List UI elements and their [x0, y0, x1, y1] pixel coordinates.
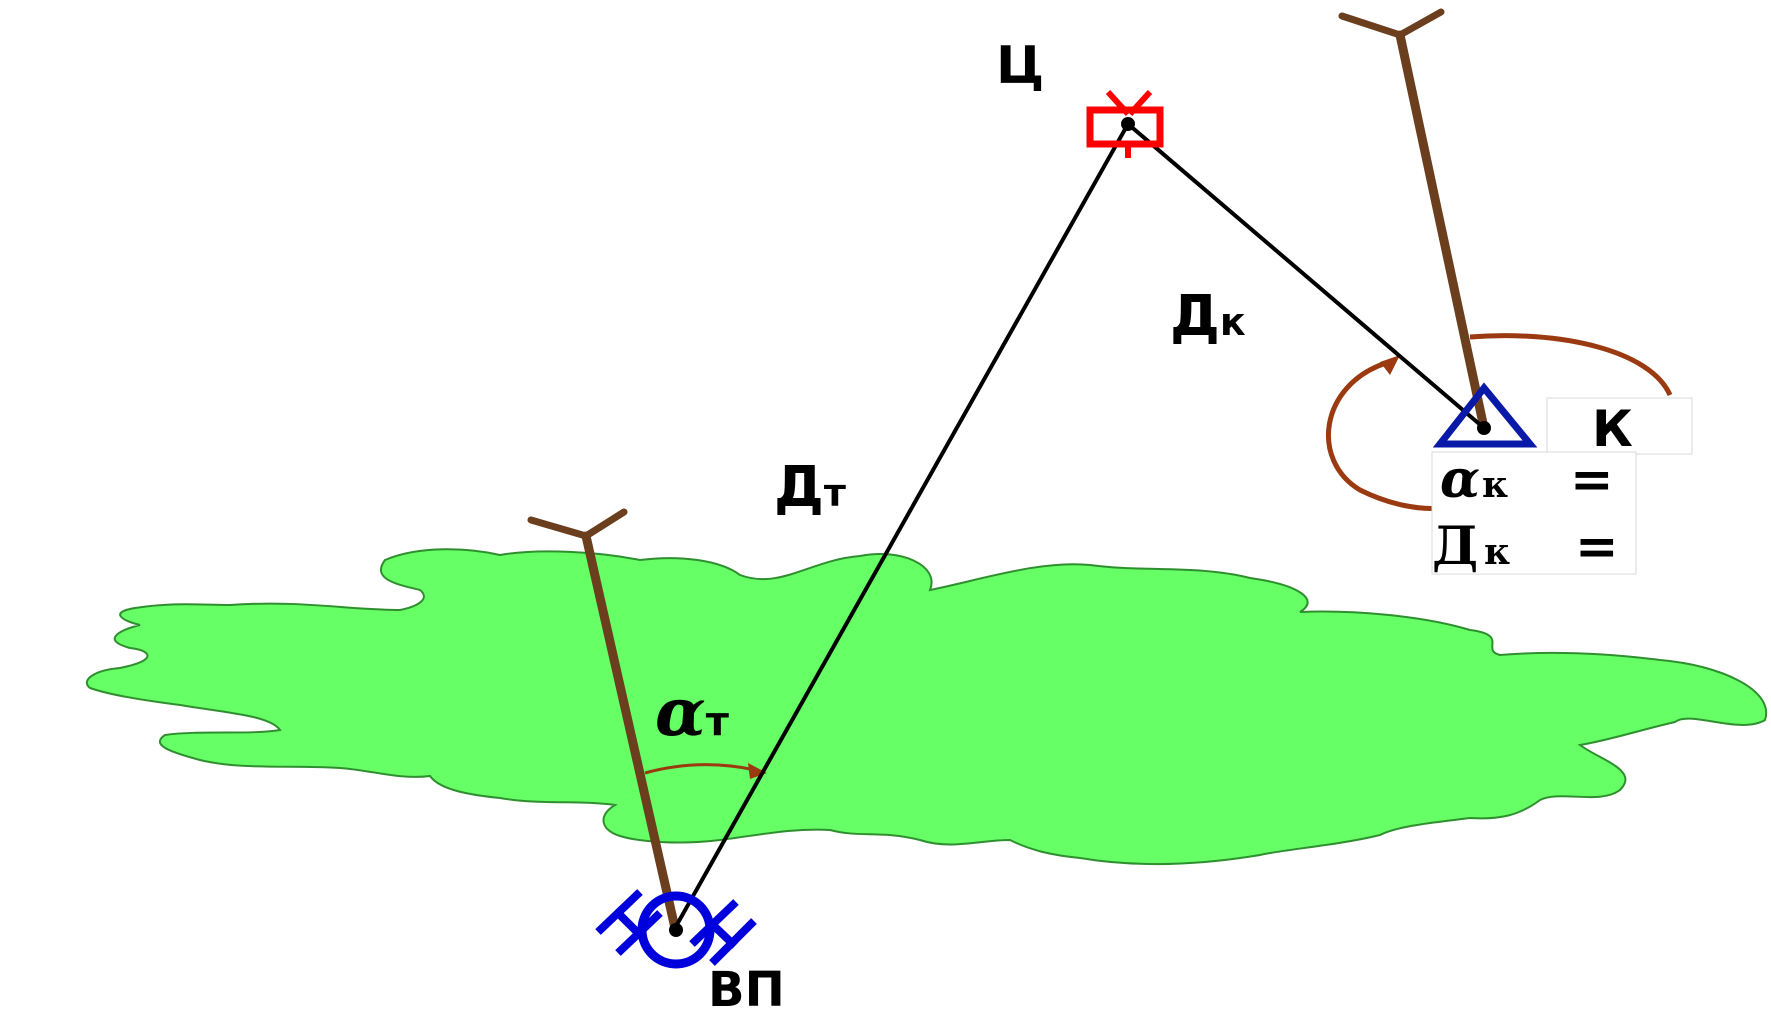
- distance-target-label: Дт: [774, 455, 846, 520]
- alpha-k-symbol: α: [1440, 449, 1480, 510]
- distance-target-main: Д: [774, 455, 824, 520]
- distance-target-sub: т: [824, 471, 846, 515]
- distance-commander-label: Дк: [1170, 284, 1246, 349]
- direction-line-firing-position: [527, 508, 680, 933]
- forest-area: [85, 548, 1768, 866]
- angle-target-main: α: [655, 673, 706, 751]
- line-firing-position-to-target: [673, 123, 1130, 929]
- commander-label-box: [1546, 397, 1693, 455]
- angle-target-sub: т: [706, 699, 730, 745]
- alpha-k-equals: =: [1570, 449, 1614, 510]
- distance-commander-sub: к: [1220, 300, 1246, 344]
- firing-position-icon: [595, 889, 757, 969]
- commander-data-box: α к = Д к =: [1431, 449, 1637, 577]
- target-label: Ц: [996, 36, 1044, 96]
- dist-k-equals: =: [1575, 516, 1619, 577]
- angle-arc-target: [644, 763, 767, 779]
- commander-observation-post-icon: [1432, 382, 1538, 448]
- dist-k-symbol: Д: [1432, 516, 1478, 577]
- alpha-k-subscript: к: [1482, 464, 1508, 506]
- angle-arc-commander: [1326, 333, 1673, 511]
- angle-target-label: αт: [655, 673, 730, 751]
- distance-commander-main: Д: [1170, 284, 1220, 349]
- target-icon: [1086, 89, 1164, 158]
- direction-line-commander: [1338, 8, 1489, 433]
- line-commander-to-target: [1126, 122, 1486, 430]
- dist-k-subscript: к: [1484, 531, 1510, 573]
- firing-position-label: ВП: [708, 962, 785, 1009]
- commander-label: К: [1592, 400, 1633, 458]
